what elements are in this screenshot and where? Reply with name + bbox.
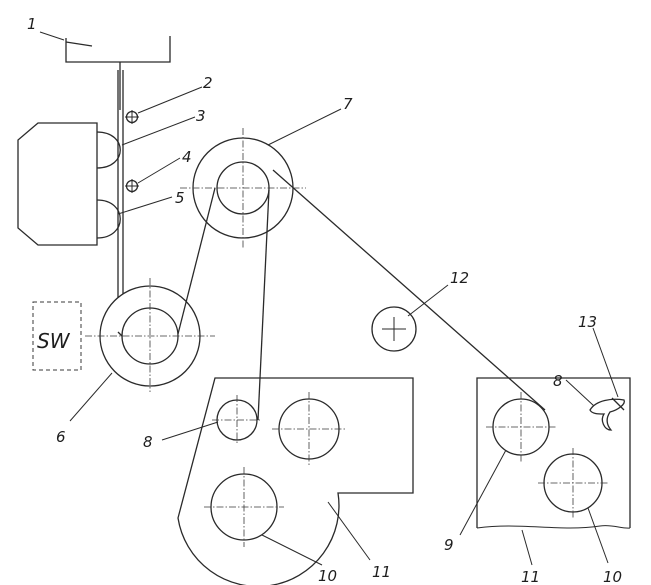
motor-housing (17, 122, 121, 246)
frame-bracket (65, 36, 171, 110)
lever-13 (589, 397, 625, 431)
leader-lines (39, 31, 619, 566)
pulley-12 (371, 306, 417, 352)
reel-9 (486, 392, 556, 462)
label-9: 9 (444, 536, 454, 554)
label-1: 1 (27, 15, 37, 33)
label-10-right: 10 (603, 568, 622, 585)
sw-box: SW (32, 301, 82, 371)
sw-label: SW (37, 329, 71, 353)
reel-10-left (204, 467, 284, 547)
label-3: 3 (196, 107, 206, 125)
pulley-7 (180, 128, 306, 248)
label-8-left: 8 (143, 433, 153, 451)
label-12: 12 (450, 269, 469, 287)
callout-labels: 1 2 3 4 5 6 7 8 12 10 11 9 8 13 11 10 (27, 15, 622, 585)
guide-roller-4 (125, 179, 139, 193)
label-10-left: 10 (318, 567, 337, 585)
label-13: 13 (578, 313, 597, 331)
label-11-left: 11 (372, 563, 391, 581)
pulley-6 (85, 278, 215, 392)
label-2: 2 (203, 74, 213, 92)
reel-middle-left (272, 392, 346, 466)
belt (117, 169, 546, 421)
guide-roller-2 (125, 110, 139, 124)
label-6: 6 (56, 428, 66, 446)
label-5: 5 (175, 189, 185, 207)
reel-8-left (212, 395, 262, 445)
reel-10-right (538, 448, 608, 518)
label-11-right: 11 (521, 568, 540, 585)
label-7: 7 (343, 95, 353, 113)
plate-11-left (177, 377, 414, 585)
plate-11-right (476, 377, 631, 529)
label-8-right: 8 (553, 372, 563, 390)
tape-path-left (117, 70, 124, 332)
label-4: 4 (182, 148, 192, 166)
